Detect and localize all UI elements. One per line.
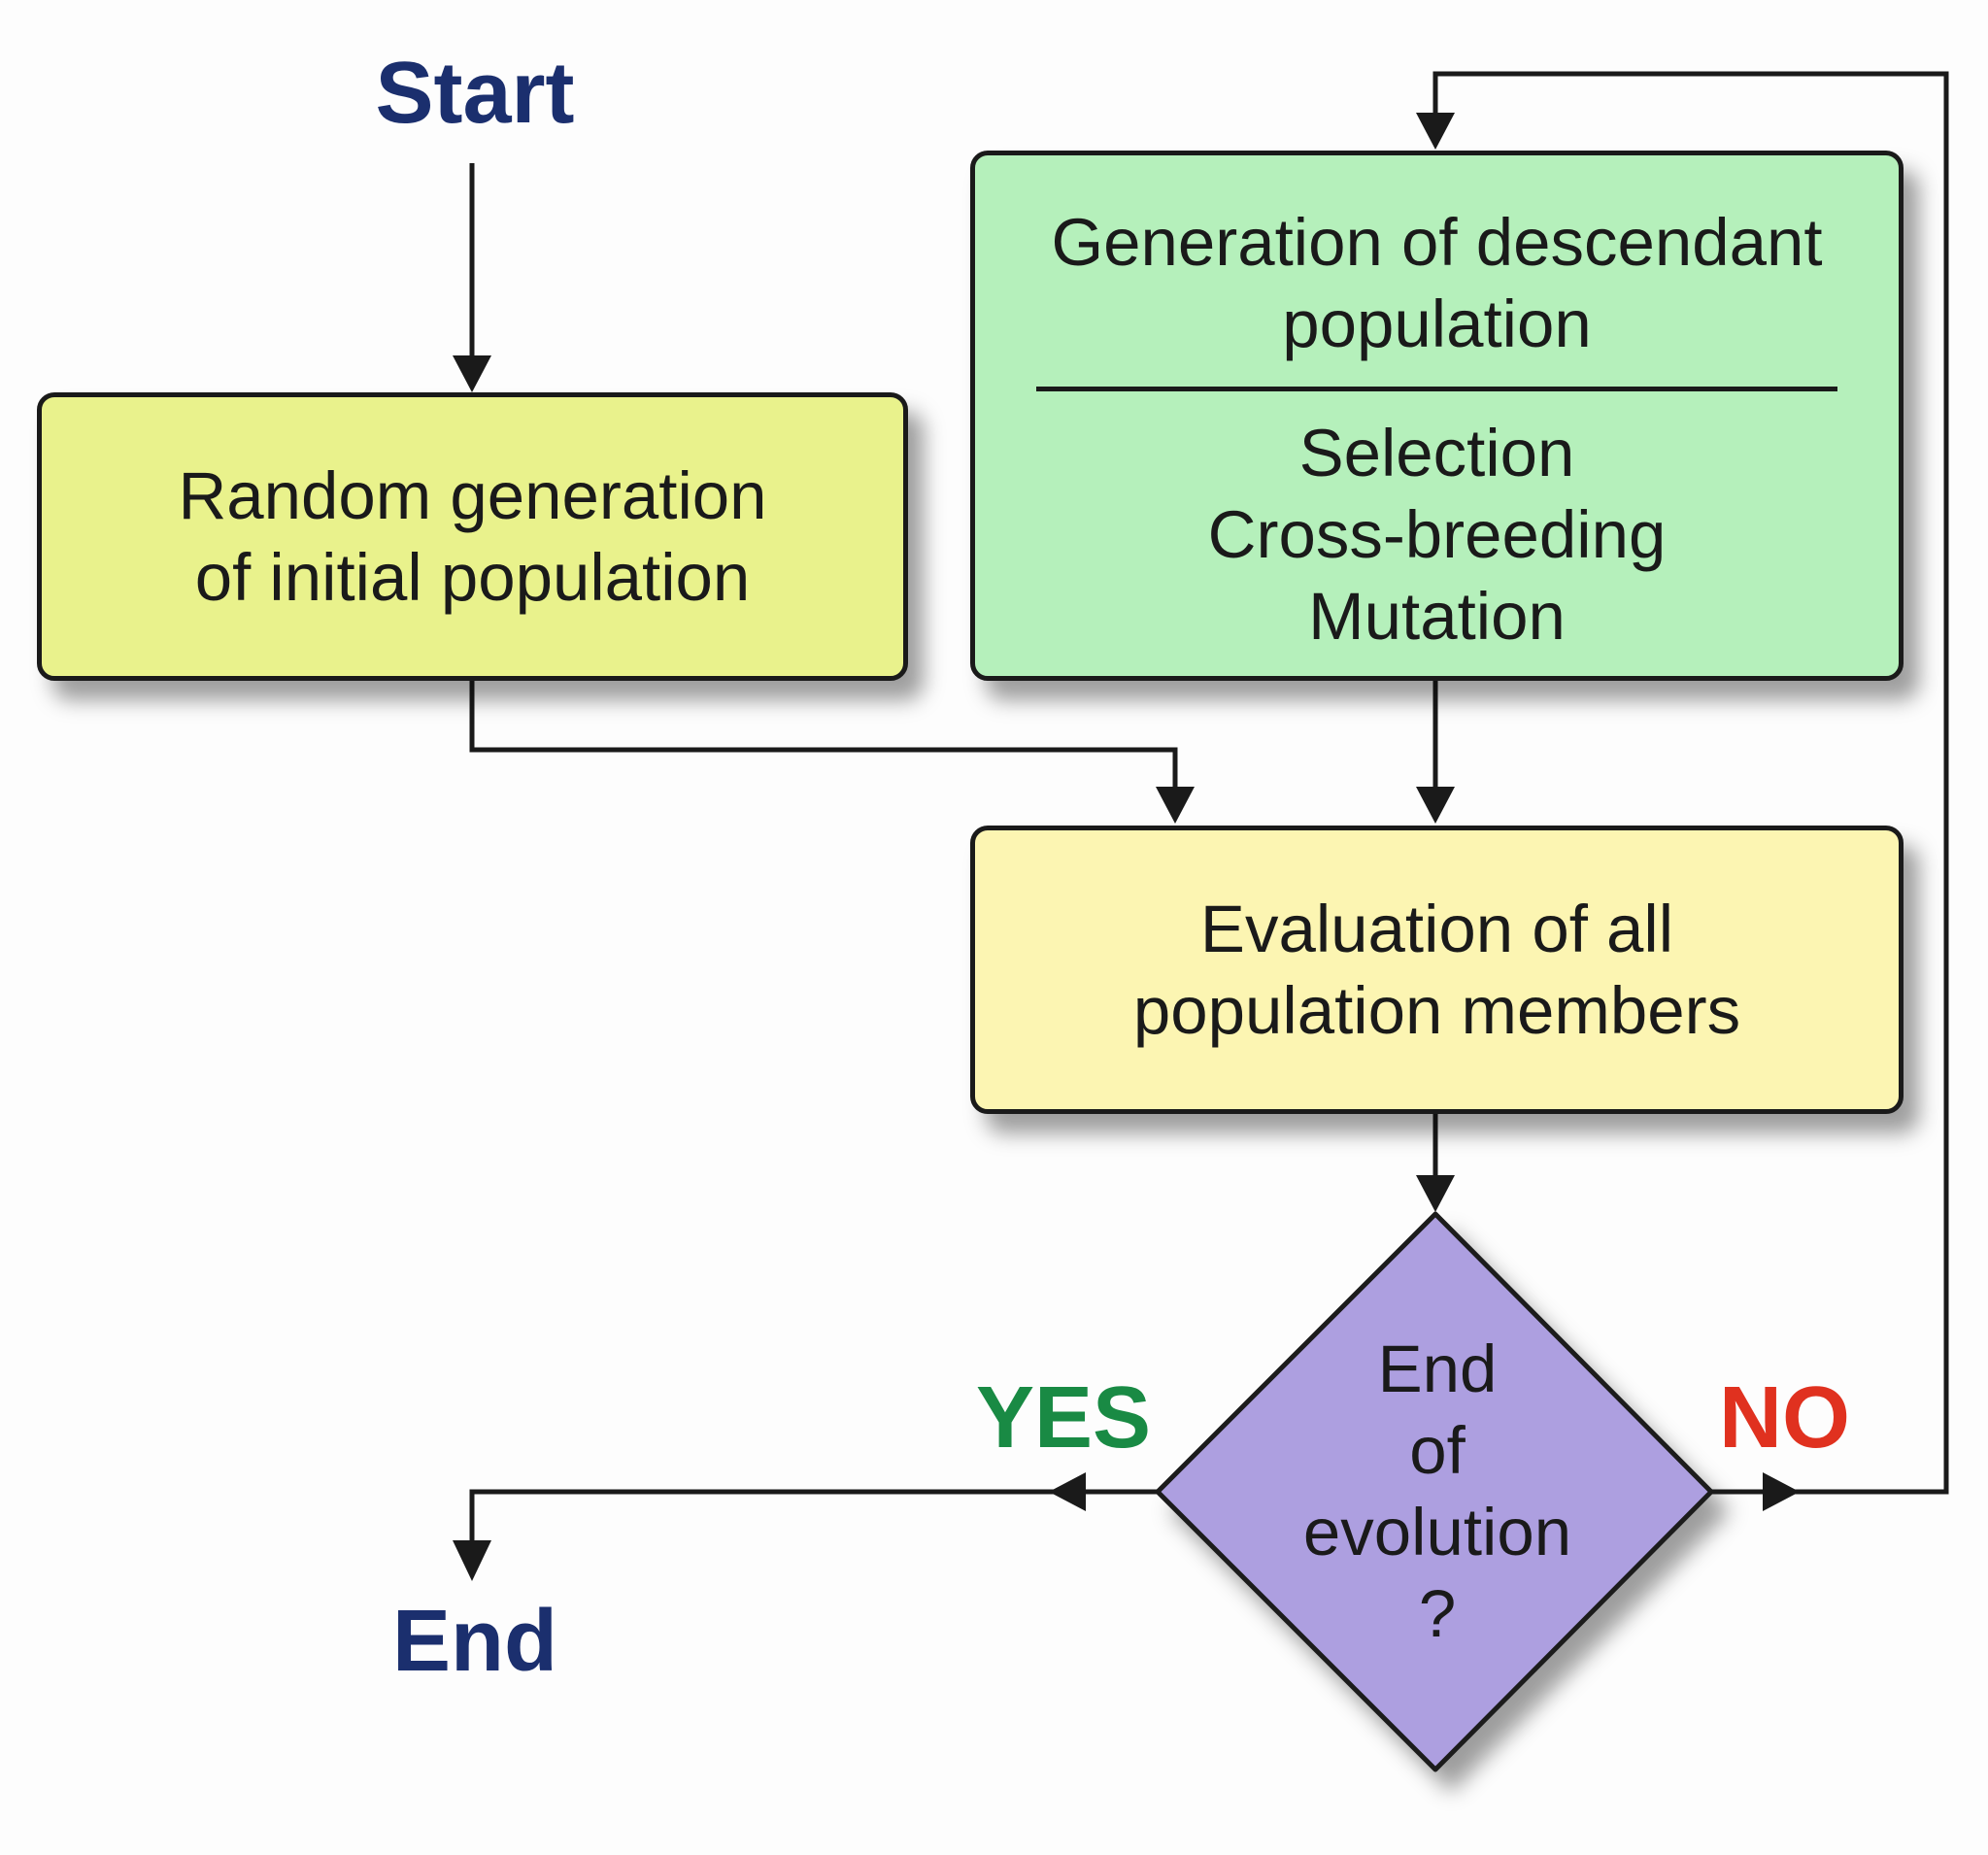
generation-divider [1036, 387, 1837, 391]
operation-mutation: Mutation [1308, 579, 1566, 654]
evaluation-box: Evaluation of all population members [970, 826, 1904, 1114]
generation-title-line-1: Generation of descendant [1051, 205, 1823, 280]
arrow-no-loop [1432, 71, 1949, 1495]
init-population-box: Random generation of initial population [37, 392, 908, 681]
decision-line-2: of [1409, 1413, 1466, 1488]
decision-line-4: ? [1418, 1576, 1457, 1651]
decision-line-3: evolution [1302, 1495, 1572, 1569]
generation-box: Generation of descendant population Sele… [970, 151, 1904, 681]
evaluation-line-1: Evaluation of all [1199, 891, 1674, 966]
decision-diamond [1155, 1211, 1714, 1772]
operation-cross-breeding: Cross-breeding [1207, 497, 1667, 572]
decision-label: End of evolution ? [1204, 1329, 1670, 1655]
end-terminal: End [392, 1593, 557, 1690]
arrow-yes-to-end [469, 1489, 1158, 1542]
arrowhead-eval-to-decision [1416, 1175, 1455, 1212]
arrowhead-no-direction [1763, 1472, 1800, 1511]
arrowhead-start-to-init [453, 355, 491, 392]
init-box-line-1: Random generation [178, 457, 767, 533]
yes-branch-label: YES [976, 1369, 1152, 1467]
init-box-line-2: of initial population [194, 539, 751, 615]
no-branch-label: NO [1719, 1369, 1850, 1467]
operation-selection: Selection [1298, 416, 1575, 490]
arrowhead-yes-direction [1049, 1472, 1086, 1511]
arrowhead-yes-to-end [453, 1540, 491, 1581]
arrow-init-to-eval [469, 681, 1178, 789]
arrowhead-gen-to-eval [1416, 787, 1455, 824]
evaluation-line-2: population members [1132, 972, 1741, 1048]
generation-title-line-2: population [1282, 287, 1592, 361]
start-terminal: Start [375, 45, 575, 142]
arrowhead-init-to-eval [1156, 787, 1195, 824]
decision-line-1: End [1377, 1332, 1498, 1406]
arrowhead-no-to-gen [1416, 113, 1455, 150]
